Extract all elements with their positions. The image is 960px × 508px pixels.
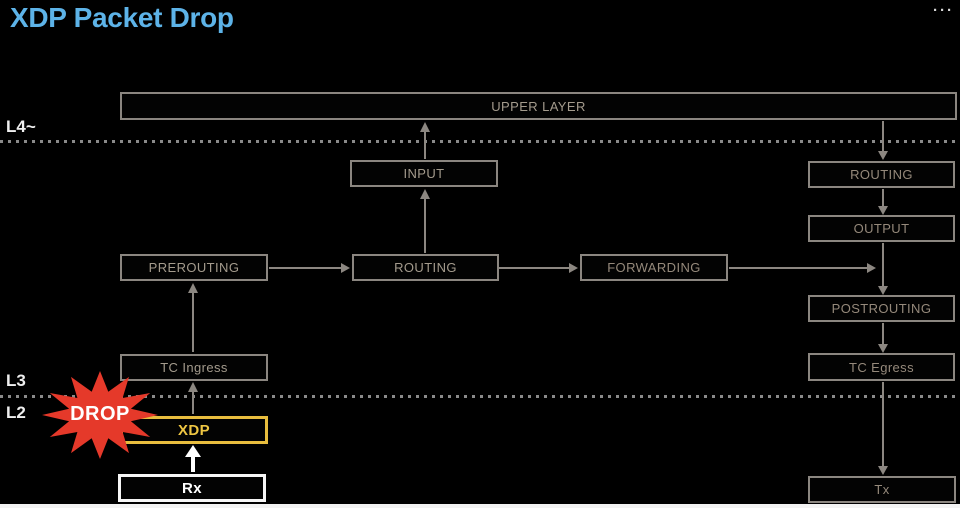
- more-options-button[interactable]: ···: [933, 2, 954, 20]
- layer-divider-l4: [0, 140, 960, 143]
- node-rx: Rx: [118, 474, 266, 502]
- arrow-xdp-to-tc-ingress: [188, 382, 198, 414]
- arrow-output-to-postrouting: [878, 243, 888, 295]
- node-output: OUTPUT: [808, 215, 955, 242]
- node-upper-layer: UPPER LAYER: [120, 92, 957, 120]
- layer-label-l4: L4~: [6, 117, 36, 136]
- node-tx: Tx: [808, 476, 956, 503]
- node-postrouting: POSTROUTING: [808, 295, 955, 322]
- arrow-routing-to-forwarding: [499, 263, 578, 273]
- drop-label: DROP: [70, 403, 130, 425]
- node-tc-ingress: TC Ingress: [120, 354, 268, 381]
- arrow-routing-upper-to-output: [878, 189, 888, 215]
- arrow-forwarding-to-postrouting: [729, 263, 876, 273]
- page-title: XDP Packet Drop: [10, 2, 234, 33]
- node-routing-upper: ROUTING: [808, 161, 955, 188]
- layer-divider-l3: [0, 395, 960, 398]
- node-forwarding: FORWARDING: [580, 254, 728, 281]
- arrow-rx-to-xdp: [185, 445, 201, 472]
- node-routing: ROUTING: [352, 254, 499, 281]
- layer-label-l2: L2: [6, 403, 26, 422]
- arrow-prerouting-to-routing: [269, 263, 350, 273]
- node-input: INPUT: [350, 160, 498, 187]
- arrow-routing-to-input: [420, 189, 430, 253]
- ellipsis-icon: ···: [933, 2, 954, 19]
- node-prerouting: PREROUTING: [120, 254, 268, 281]
- node-tc-egress: TC Egress: [808, 353, 955, 381]
- bottom-bar: [0, 504, 960, 508]
- layer-label-l3: L3: [6, 371, 26, 390]
- node-xdp: XDP: [120, 416, 268, 444]
- arrow-postrouting-to-tc-egress: [878, 323, 888, 353]
- arrow-tc-ingress-to-prerouting: [188, 283, 198, 352]
